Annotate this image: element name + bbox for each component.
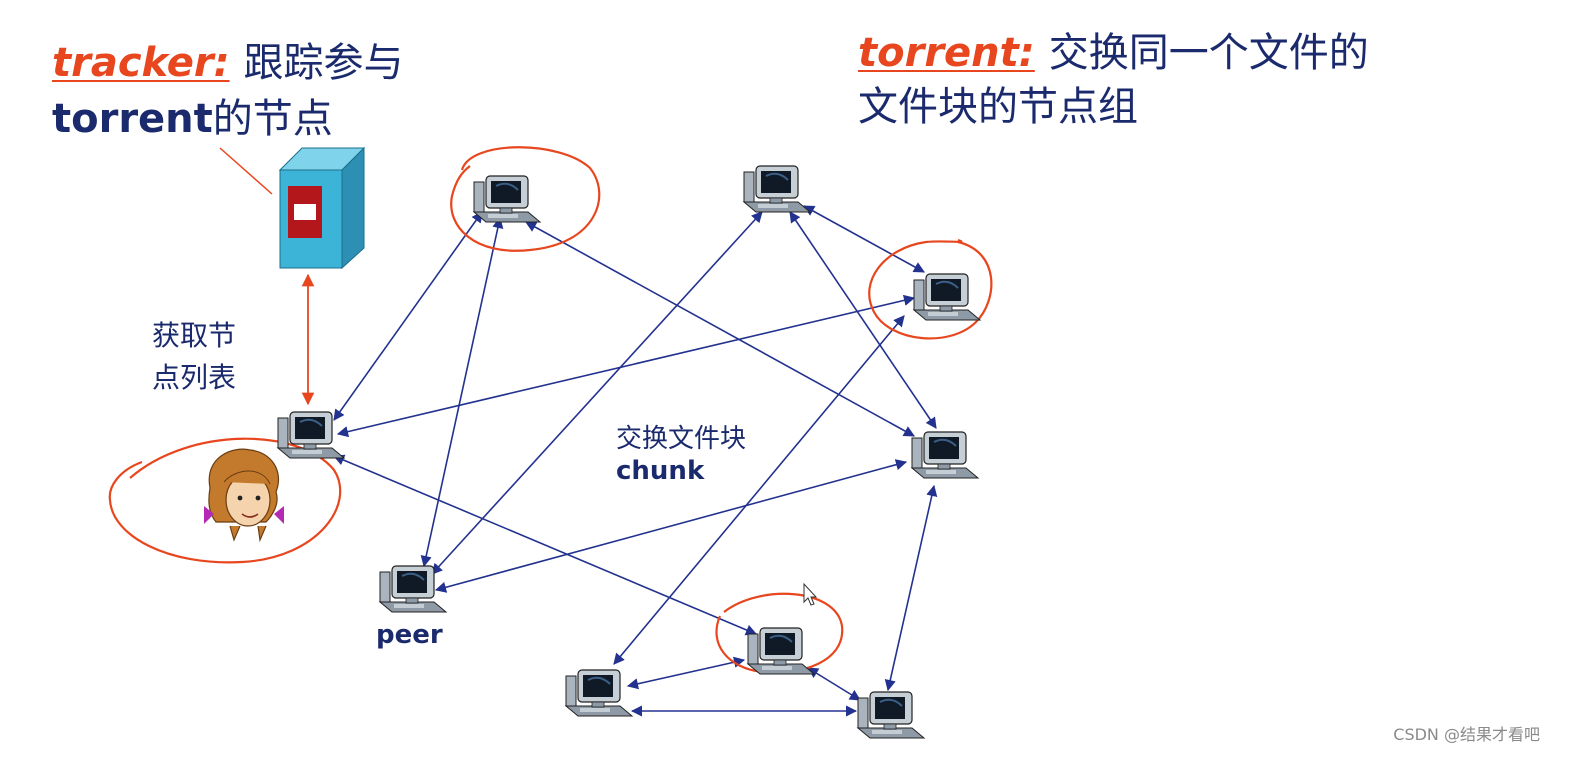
- tracker-callout-line: [219, 147, 273, 195]
- arrow-me-bottom: [332, 454, 758, 636]
- exchange-chunk-label-line1: 交换文件块: [616, 424, 747, 454]
- computer-icon: [911, 431, 979, 479]
- arrow-tr-peer: [431, 211, 763, 575]
- arrow-top-peer: [420, 216, 504, 568]
- tracker-title-line2: torrent的节点: [52, 86, 333, 144]
- computer-icon: [913, 273, 981, 321]
- arrow-bottom-br: [807, 667, 861, 701]
- computer-icon: [743, 165, 811, 213]
- tracker-title-line1: tracker: 跟踪参与: [52, 30, 404, 88]
- tracker-keyword: tracker:: [52, 40, 230, 86]
- arrow-circled-me: [336, 294, 916, 438]
- torrent-desc-2: 文件块的节点组: [858, 84, 1138, 130]
- arrow-tr-circled: [803, 205, 925, 273]
- computer-icon: [747, 627, 815, 675]
- torrent-keyword: torrent:: [858, 30, 1035, 76]
- arrow-right-br: [884, 484, 938, 692]
- highlight-circles: [108, 146, 993, 674]
- torrent-title-line1: torrent: 交换同一个文件的: [858, 20, 1369, 78]
- tracker-desc-2: 的节点: [212, 96, 333, 142]
- circle-user: [108, 437, 342, 564]
- computer-icon: [379, 565, 447, 613]
- circle-right-peer: [868, 238, 993, 340]
- mouse-cursor-icon: [803, 582, 818, 606]
- computer-icon: [473, 175, 541, 223]
- torrent-keyword-inline: torrent: [52, 96, 213, 142]
- computer-icon: [565, 669, 633, 717]
- torrent-title-line2: 文件块的节点组: [858, 74, 1138, 132]
- arrow-top-right: [525, 221, 915, 437]
- computer-icon: [857, 691, 925, 739]
- get-peer-list-label-line2: 点列表: [152, 361, 237, 394]
- exchange-chunk-label-line2: chunk: [616, 456, 705, 486]
- arrow-circled-bl: [613, 315, 905, 665]
- tracker-server-icon: [278, 146, 366, 270]
- circle-top-peer: [450, 146, 601, 252]
- torrent-desc-1: 交换同一个文件的: [1048, 30, 1369, 76]
- watermark: CSDN @结果才看吧: [1393, 725, 1540, 744]
- exchange-arrows: [332, 205, 938, 717]
- circle-bottom-peer: [715, 592, 844, 674]
- get-peer-list-label-line1: 获取节: [152, 319, 237, 352]
- tracker-desc-1: 跟踪参与: [243, 40, 404, 86]
- arrow-bl-bottom: [626, 656, 746, 690]
- peer-label: peer: [376, 620, 443, 650]
- user-girl-icon: [204, 448, 284, 543]
